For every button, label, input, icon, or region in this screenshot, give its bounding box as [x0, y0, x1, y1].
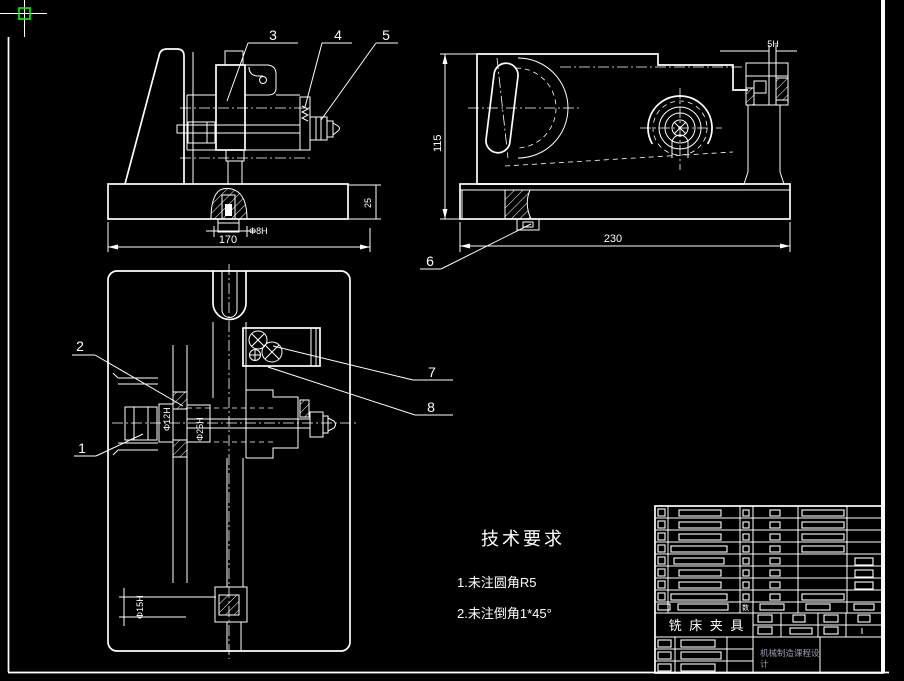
- title-block-part-name: 铣 床 夹 具: [669, 618, 746, 633]
- drawing-frame: [7, 0, 889, 674]
- dim-plan-bush-small: Φ12H: [162, 407, 172, 431]
- dim-side-height: 115: [432, 134, 444, 152]
- title-block-course-line2: 计: [760, 659, 769, 669]
- dim-side-width: 230: [604, 233, 622, 245]
- part-label-2: 2: [76, 338, 84, 354]
- part-label-5: 5: [382, 27, 390, 43]
- dim-side-key-width: 5H: [767, 39, 779, 49]
- title-block-qty-label: 数: [742, 603, 749, 612]
- part-label-7: 7: [428, 364, 436, 380]
- dim-plan-pin: Φ15H: [135, 595, 145, 619]
- tech-requirement-item-1: 1.未注圆角R5: [457, 575, 536, 590]
- tech-requirement-item-2: 2.未注倒角1*45°: [457, 606, 552, 621]
- part-label-4: 4: [334, 27, 342, 43]
- title-block: 铣 床 夹 具 数 机械制造课程设 计: [654, 505, 884, 674]
- dim-front-width: 170: [219, 234, 237, 246]
- part-label-1: 1: [78, 440, 86, 456]
- pickbox: [18, 7, 31, 20]
- part-label-6: 6: [426, 253, 434, 269]
- title-block-placeholder-text: [657, 508, 875, 672]
- dim-plan-bush-large: Φ25H: [195, 417, 205, 441]
- tech-requirements-title: 技术要求: [481, 529, 565, 549]
- top-view: 7 8 Φ12H 1 2 Φ25H: [72, 264, 453, 659]
- front-view: 170 25 Φ8H 3 4 5: [107, 27, 398, 252]
- crosshair-cursor: [0, 0, 47, 37]
- dim-front-slot-hole: Φ8H: [249, 226, 268, 236]
- side-view: 6 5H: [420, 39, 797, 270]
- part-label-8: 8: [427, 399, 435, 415]
- title-block-course-line1: 机械制造课程设: [760, 648, 820, 658]
- tech-requirements: 技术要求 1.未注圆角R5 2.未注倒角1*45°: [457, 529, 565, 621]
- part-label-3: 3: [269, 27, 277, 43]
- dim-front-base-height: 25: [363, 198, 373, 208]
